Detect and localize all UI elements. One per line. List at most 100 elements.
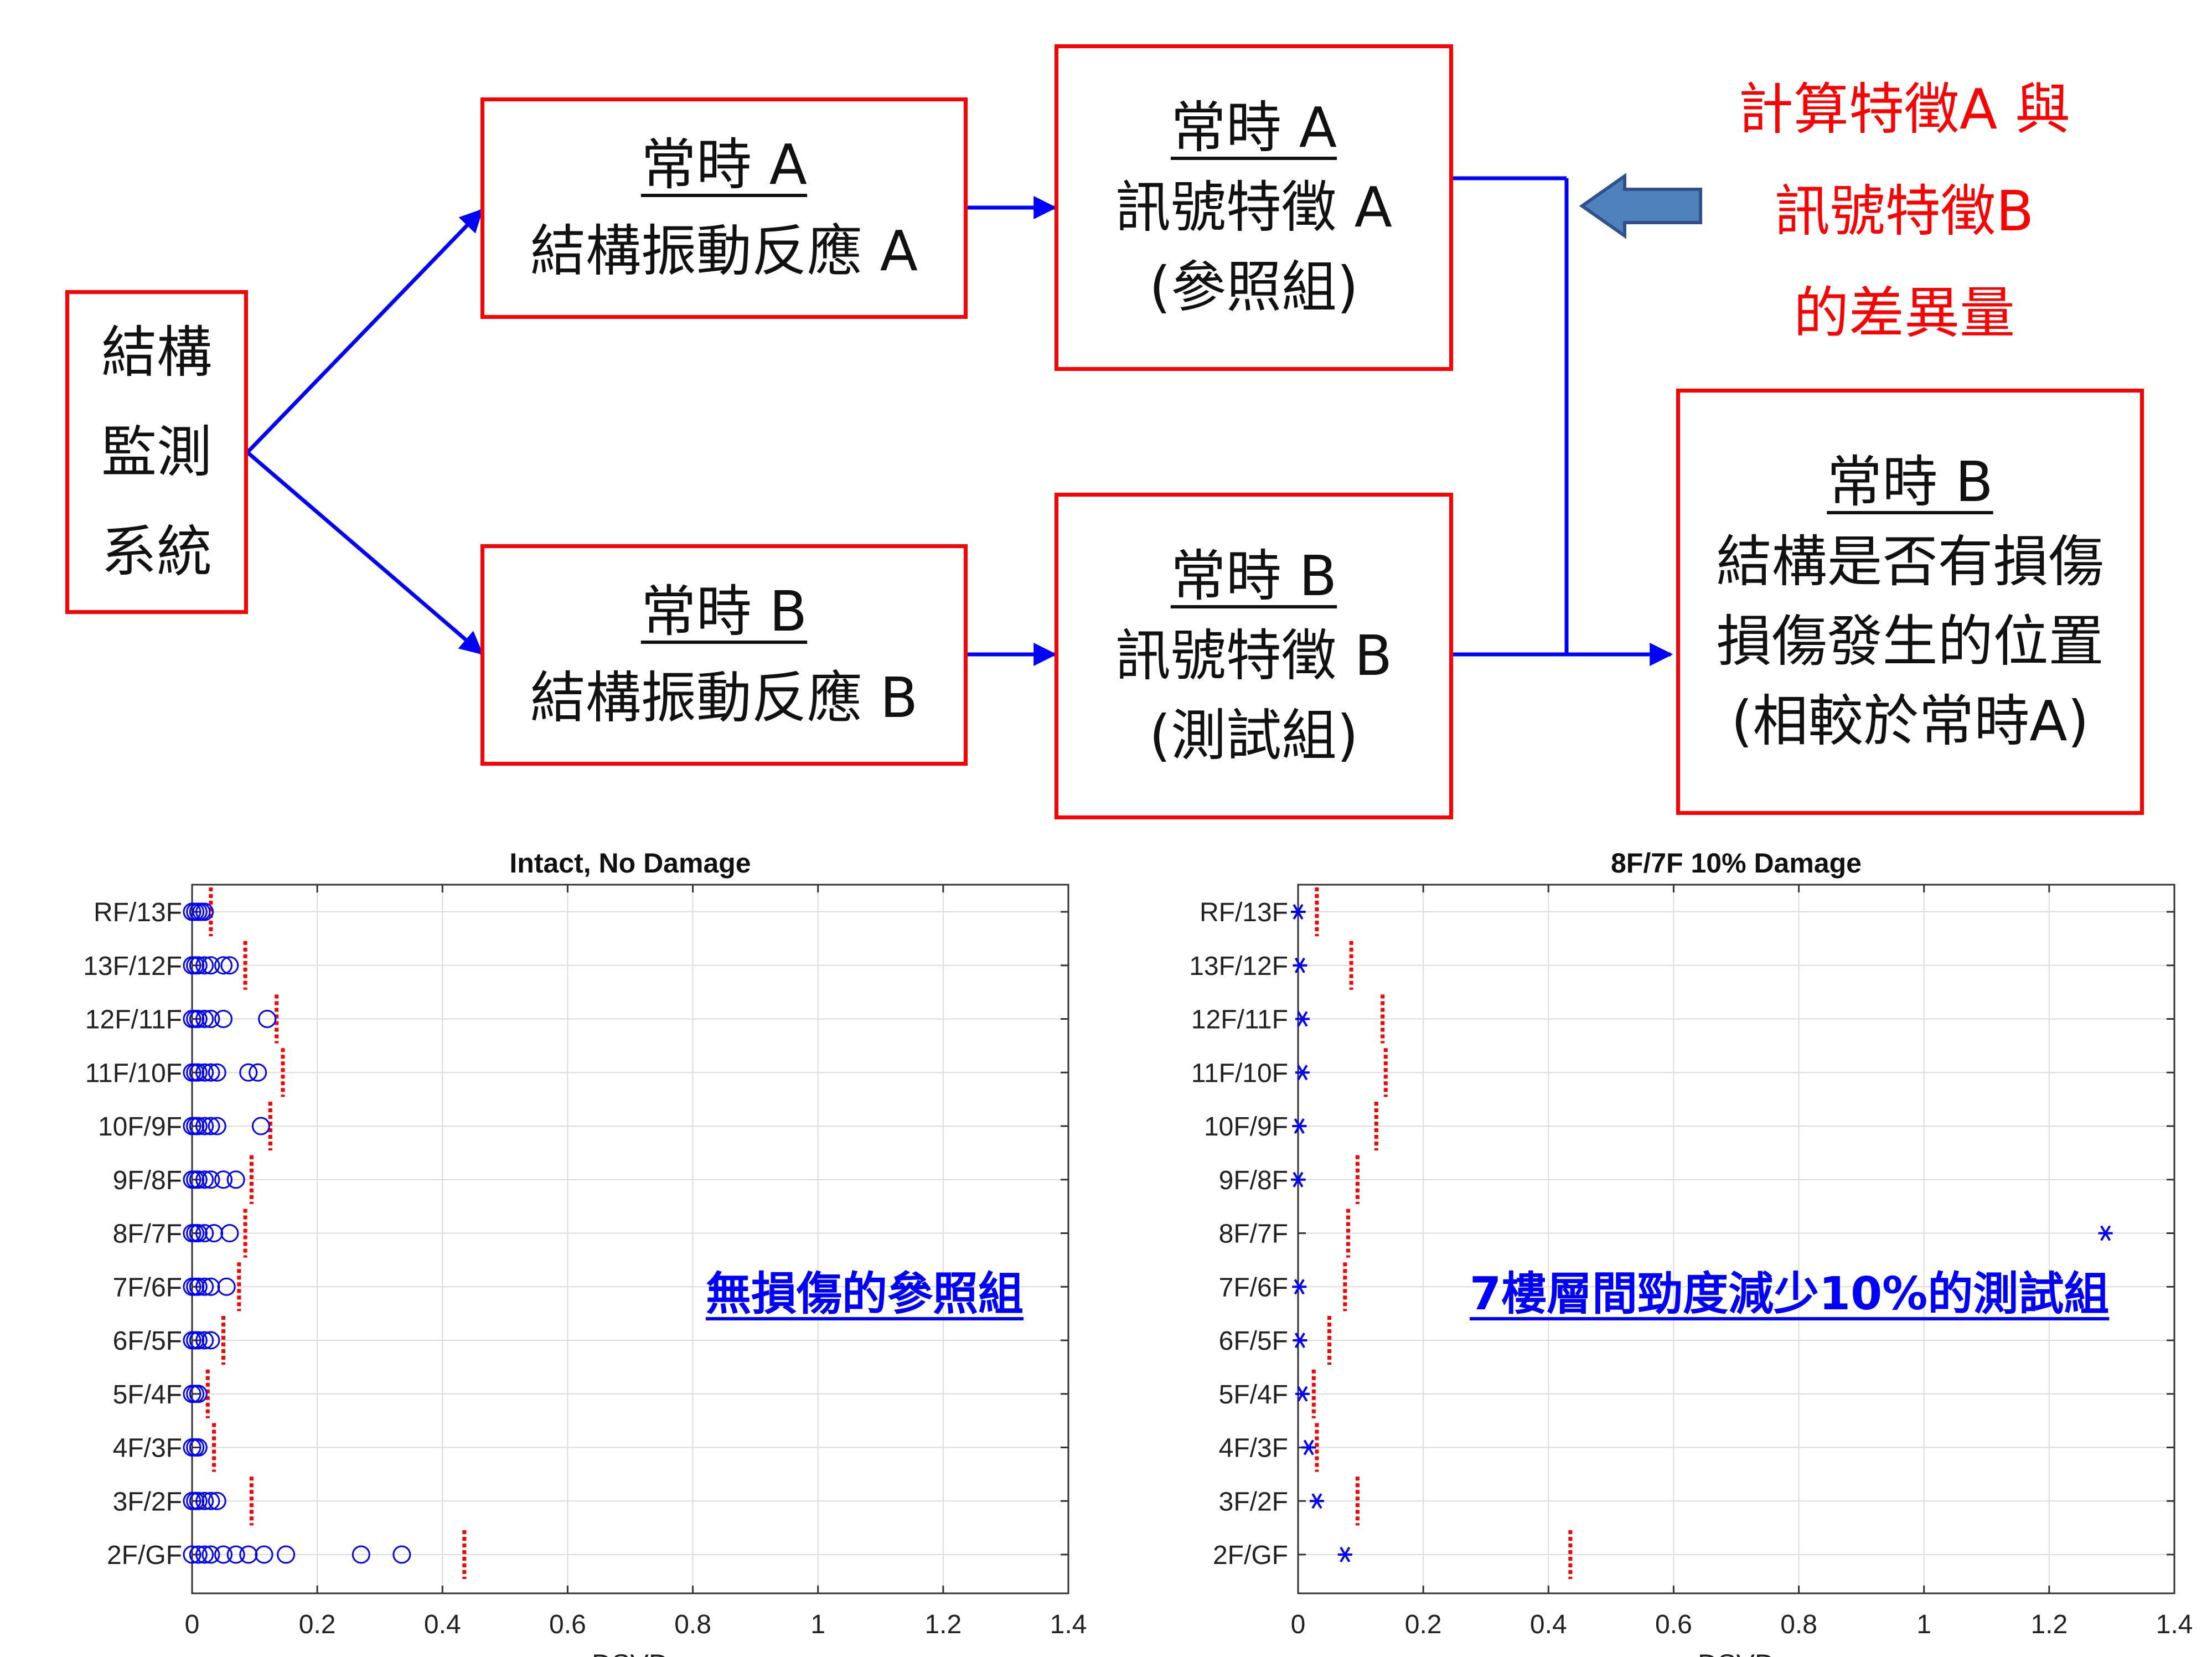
y-tick-label: 6F/5F — [1219, 1326, 1288, 1356]
asterisk-stroke — [1293, 904, 1304, 920]
asterisk-stroke — [1293, 1171, 1304, 1188]
data-point — [195, 902, 214, 921]
data-point — [195, 1491, 214, 1510]
data-point — [189, 1224, 208, 1242]
y-tick-label: 8F/7F — [1219, 1220, 1288, 1249]
data-point — [255, 1545, 273, 1564]
y-tick-label: 10F/9F — [98, 1112, 182, 1142]
arrow-source-to-vibration-b — [246, 451, 484, 655]
data-point — [201, 1277, 220, 1296]
result-title: 常時 B — [1827, 450, 1993, 514]
feature-b-label: 訊號特徵 B — [1115, 623, 1393, 688]
x-tick-label: 0.4 — [424, 1610, 461, 1639]
data-points — [1291, 904, 2113, 1563]
x-tick-label: 1 — [1916, 1610, 1931, 1639]
result-line: 損傷發生的位置 — [1716, 609, 2104, 674]
data-point — [189, 1010, 208, 1028]
x-tick-label: 0.4 — [1530, 1610, 1567, 1639]
data-point — [1309, 1493, 1324, 1509]
x-tick-label: 0.6 — [549, 1610, 586, 1639]
damage-annotation: 7樓層間勁度減少10%的測試組 — [1470, 1268, 2110, 1320]
y-tick-label: 11F/10F — [85, 1059, 182, 1088]
y-tick-label: 10F/9F — [1204, 1112, 1288, 1142]
y-tick-label: RF/13F — [1200, 898, 1288, 927]
data-point — [214, 956, 233, 975]
feature-a-box: 常時 A 訊號特徵 A (參照組) — [1055, 44, 1453, 371]
y-tick-label: 5F/4F — [113, 1380, 182, 1410]
y-tick-label: 3F/2F — [1219, 1487, 1288, 1516]
x-axis-label: DSVD — [592, 1649, 669, 1657]
data-point — [189, 1331, 208, 1350]
data-point — [201, 1063, 220, 1082]
data-point — [1292, 1118, 1307, 1134]
data-point — [239, 1545, 258, 1564]
y-tick-label: 2F/GF — [107, 1541, 182, 1570]
vibration-a-box: 常時 A 結構振動反應 A — [480, 97, 968, 319]
y-tick-label: 2F/GF — [1213, 1541, 1288, 1570]
data-point — [220, 956, 239, 975]
x-tick-label: 0.8 — [1780, 1610, 1817, 1639]
vibration-b-box: 常時 B 結構振動反應 B — [480, 544, 968, 766]
data-point — [183, 1545, 201, 1564]
x-tick-label: 1 — [810, 1610, 825, 1639]
data-point — [2098, 1225, 2113, 1241]
thresholds — [205, 887, 467, 1579]
data-point — [195, 956, 214, 975]
vibration-a-title: 常時 A — [640, 132, 808, 197]
asterisk-stroke — [1303, 1439, 1314, 1455]
y-tick-label: 11F/10F — [1191, 1059, 1288, 1088]
data-point — [189, 1117, 208, 1135]
data-point — [189, 1438, 208, 1457]
feature-a-group: (參照組) — [1149, 255, 1359, 319]
arrows — [246, 176, 1673, 666]
x-tick-label: 1.2 — [2030, 1610, 2068, 1639]
data-point — [214, 1545, 233, 1564]
data-point — [1293, 1332, 1307, 1349]
data-point — [189, 1170, 208, 1189]
data-point — [195, 1010, 214, 1028]
data-point — [226, 1545, 245, 1564]
asterisk-stroke — [1297, 1065, 1308, 1081]
data-point — [201, 1117, 220, 1135]
data-point — [1295, 1065, 1310, 1081]
data-point — [208, 1063, 226, 1082]
data-point — [201, 1010, 220, 1028]
y-tick-label: 8F/7F — [113, 1220, 182, 1249]
data-point — [201, 956, 220, 975]
y-tick-label: 5F/4F — [1219, 1380, 1288, 1410]
data-point — [189, 956, 208, 975]
note-line: 訊號特徵B — [1774, 179, 2034, 244]
y-tick-label: 12F/11F — [85, 1005, 182, 1035]
y-tick-label: RF/13F — [94, 898, 182, 927]
monitoring-system-box: 結構 監測 系統 — [65, 290, 248, 614]
result-box: 常時 B 結構是否有損傷 損傷發生的位置 (相較於常時A) — [1676, 389, 2144, 815]
data-point — [1295, 1386, 1310, 1402]
y-tick-label: 3F/2F — [113, 1487, 182, 1516]
source-line: 系統 — [101, 519, 212, 584]
y-tick-label: 13F/12F — [83, 952, 182, 981]
thresholds — [1311, 887, 1573, 1579]
data-point — [249, 1063, 267, 1082]
x-tick-label: 0 — [1291, 1610, 1306, 1639]
note-line: 的差異量 — [1794, 281, 2015, 345]
data-point — [195, 1277, 214, 1296]
data-point — [1291, 1171, 1305, 1188]
data-point — [208, 1117, 226, 1135]
feature-b-group: (測試組) — [1149, 703, 1359, 768]
data-point — [195, 1117, 214, 1135]
y-tick-label: 9F/8F — [113, 1166, 182, 1195]
source-line: 結構 — [101, 319, 212, 385]
feature-b-box: 常時 B 訊號特徵 B (測試組) — [1055, 493, 1453, 819]
x-tick-label: 0.6 — [1655, 1610, 1692, 1639]
x-tick-label: 1.4 — [2156, 1610, 2193, 1639]
data-point — [189, 1491, 208, 1510]
plot-area — [192, 885, 1068, 1593]
data-point — [195, 1063, 214, 1082]
y-tick-label: 13F/12F — [1189, 952, 1288, 981]
data-point — [1295, 1011, 1310, 1027]
data-point — [189, 1385, 208, 1403]
data-point — [201, 1545, 220, 1564]
asterisk-stroke — [1340, 1546, 1351, 1563]
